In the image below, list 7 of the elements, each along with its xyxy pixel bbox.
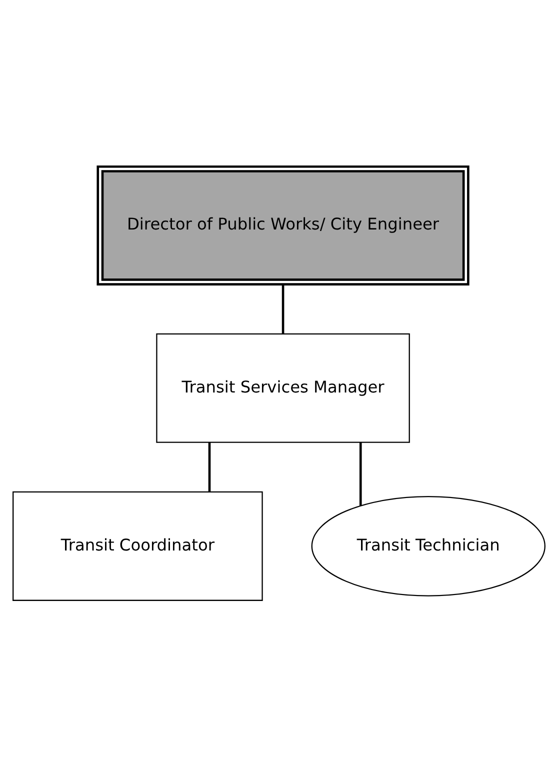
connector	[208, 442, 211, 492]
connector	[359, 442, 362, 506]
node-ellipse: Transit Technician	[311, 496, 546, 596]
connector	[282, 284, 284, 334]
node-box: Transit Services Manager	[156, 333, 410, 443]
node-box: Director of Public Works/ City Engineer	[96, 165, 470, 286]
node-box: Transit Coordinator	[12, 491, 263, 601]
